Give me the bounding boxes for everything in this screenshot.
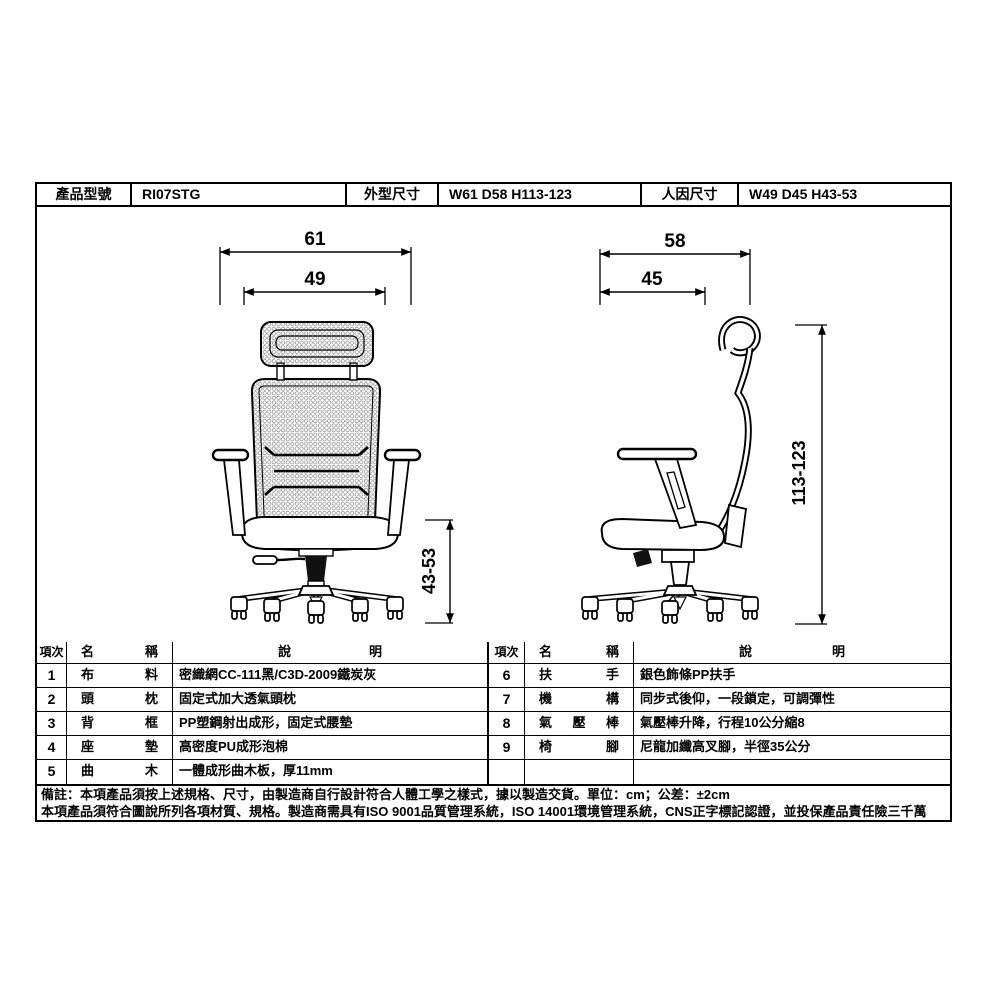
spec-row: 9 椅 腳 尼龍加纖高叉腳，半徑35公分 <box>489 736 950 760</box>
spec-item-no: 2 <box>37 688 67 711</box>
spec-header-row: 項次 名 稱 說 明 <box>37 642 487 664</box>
note-line-1: 備註：本項產品須按上述規格、尺寸，由製造商自行設計符合人體工學之樣式，據以製造交… <box>41 787 730 802</box>
spec-item-name: 氣 壓 棒 <box>525 712 634 735</box>
outer-dimension-value: W61 D58 H113-123 <box>439 184 642 205</box>
spec-item-name: 扶 手 <box>525 664 634 687</box>
side-lever-knob <box>633 549 652 567</box>
front-overall-width-dimension: 61 <box>219 229 412 305</box>
ergonomic-dimension-label: 人因尺寸 <box>642 184 739 205</box>
spec-item-no <box>489 760 525 784</box>
col-header-item: 項次 <box>37 642 67 663</box>
spec-row: 5 曲 木 一體成形曲木板，厚11mm <box>37 760 487 784</box>
spec-item-desc: 密織網CC-111黑/C3D-2009鐵炭灰 <box>179 667 377 682</box>
side-seat-cushion <box>600 517 726 552</box>
col-header-desc: 說 明 <box>278 644 382 659</box>
front-armrest-left <box>211 448 250 536</box>
spec-item-no: 6 <box>489 664 525 687</box>
chair-drawing-svg: 61 49 <box>211 229 827 625</box>
dim-front-seat-height: 43-53 <box>419 548 439 594</box>
front-armrest-right <box>383 448 422 536</box>
spec-row: 8 氣 壓 棒 氣壓棒升降，行程10公分縮8 <box>489 712 950 736</box>
ergonomic-dimension-value: W49 D45 H43-53 <box>749 186 858 202</box>
front-headrest <box>260 321 374 381</box>
side-inner-depth-dimension: 45 <box>600 269 706 305</box>
side-overall-depth-dimension: 58 <box>599 231 751 305</box>
title-row: 產品型號 RI07STG 外型尺寸 W61 D58 H113-123 人因尺寸 … <box>37 184 950 207</box>
spec-item-no: 1 <box>37 664 67 687</box>
side-casters <box>581 596 759 624</box>
spec-tables: 項次 名 稱 說 明 1 布 料 密織網CC-111黑/C3D-2009鐵炭灰 … <box>37 642 950 784</box>
spec-table-right: 項次 名 稱 說 明 6 扶 手 銀色飾條PP扶手 7 機 構 同步式後仰，一段… <box>489 642 950 784</box>
spec-row: 4 座 墊 高密度PU成形泡棉 <box>37 736 487 760</box>
front-seat-height-dimension: 43-53 <box>419 519 454 624</box>
spec-item-desc: 氣壓棒升降，行程10公分縮8 <box>640 715 805 730</box>
dim-side-overall-height: 113-123 <box>789 440 809 505</box>
product-model-value: RI07STG <box>132 184 347 205</box>
spec-item-desc: 銀色飾條PP扶手 <box>640 667 736 682</box>
outer-dimension-label: 外型尺寸 <box>347 184 439 205</box>
col-header-name: 名 稱 <box>525 642 634 663</box>
spec-table-left: 項次 名 稱 說 明 1 布 料 密織網CC-111黑/C3D-2009鐵炭灰 … <box>37 642 489 784</box>
col-header-desc: 說 明 <box>739 644 845 659</box>
front-casters <box>230 596 404 624</box>
dim-front-inner-width: 49 <box>304 269 325 290</box>
spec-item-desc: PP塑鋼射出成形，固定式腰墊 <box>179 715 353 730</box>
spec-item-name: 頭 枕 <box>67 688 173 711</box>
spec-item-desc: 固定式加大透氣頭枕 <box>179 691 297 706</box>
spec-row: 7 機 構 同步式後仰，一段鎖定，可調彈性 <box>489 688 950 712</box>
spec-item-no: 5 <box>37 760 67 784</box>
spec-item-no: 8 <box>489 712 525 735</box>
col-header-name: 名 稱 <box>67 642 173 663</box>
spec-item-no: 4 <box>37 736 67 759</box>
front-backrest <box>250 378 382 552</box>
side-base <box>587 585 753 611</box>
spec-item-no: 3 <box>37 712 67 735</box>
front-view: 61 49 <box>211 229 454 624</box>
spec-item-name: 布 料 <box>67 664 173 687</box>
lumbar-support <box>264 446 369 496</box>
side-gas-lift <box>633 549 695 586</box>
dim-side-overall-depth: 58 <box>664 231 685 252</box>
side-headrest <box>718 316 761 357</box>
side-overall-height-dimension: 113-123 <box>789 324 827 625</box>
spec-item-name: 座 墊 <box>67 736 173 759</box>
front-gas-lift <box>252 548 334 587</box>
spec-item-name: 背 框 <box>67 712 173 735</box>
spec-item-desc: 高密度PU成形泡棉 <box>179 739 289 754</box>
technical-drawing: 61 49 <box>37 207 950 642</box>
spec-item-name: 椅 腳 <box>525 736 634 759</box>
dim-side-inner-depth: 45 <box>641 269 663 290</box>
spec-item-no: 7 <box>489 688 525 711</box>
spec-row: 1 布 料 密織網CC-111黑/C3D-2009鐵炭灰 <box>37 664 487 688</box>
note-line-2: 本項產品須符合圖說所列各項材質、規格。製造商需具有ISO 9001品質管理系統，… <box>41 804 927 819</box>
spec-row: 2 頭 枕 固定式加大透氣頭枕 <box>37 688 487 712</box>
spec-item-desc: 同步式後仰，一段鎖定，可調彈性 <box>640 691 836 706</box>
height-lever <box>252 555 278 565</box>
side-view: 58 45 <box>581 231 827 625</box>
spec-item-name: 曲 木 <box>67 760 173 784</box>
spec-sheet: 產品型號 RI07STG 外型尺寸 W61 D58 H113-123 人因尺寸 … <box>35 182 952 822</box>
spec-item-desc: 尼龍加纖高叉腳，半徑35公分 <box>640 739 811 754</box>
dim-front-overall-width: 61 <box>304 229 326 250</box>
notes-section: 備註：本項產品須按上述規格、尺寸，由製造商自行設計符合人體工學之樣式，據以製造交… <box>37 784 950 820</box>
spec-header-row: 項次 名 稱 說 明 <box>489 642 950 664</box>
spec-row: 3 背 框 PP塑鋼射出成形，固定式腰墊 <box>37 712 487 736</box>
spec-row: 6 扶 手 銀色飾條PP扶手 <box>489 664 950 688</box>
spec-item-no: 9 <box>489 736 525 759</box>
spec-row-empty <box>489 760 950 784</box>
side-armrest <box>616 447 698 530</box>
spec-item-name <box>525 760 634 784</box>
col-header-item: 項次 <box>489 642 525 663</box>
side-back-frame <box>709 347 754 549</box>
spec-item-name: 機 構 <box>525 688 634 711</box>
side-lumbar-bracket <box>724 503 747 549</box>
spec-item-desc: 一體成形曲木板，厚11mm <box>179 763 333 778</box>
front-seat-cushion <box>240 516 400 550</box>
product-model-label: 產品型號 <box>37 184 132 205</box>
spec-item-desc <box>634 760 950 784</box>
front-inner-width-dimension: 49 <box>243 269 386 305</box>
